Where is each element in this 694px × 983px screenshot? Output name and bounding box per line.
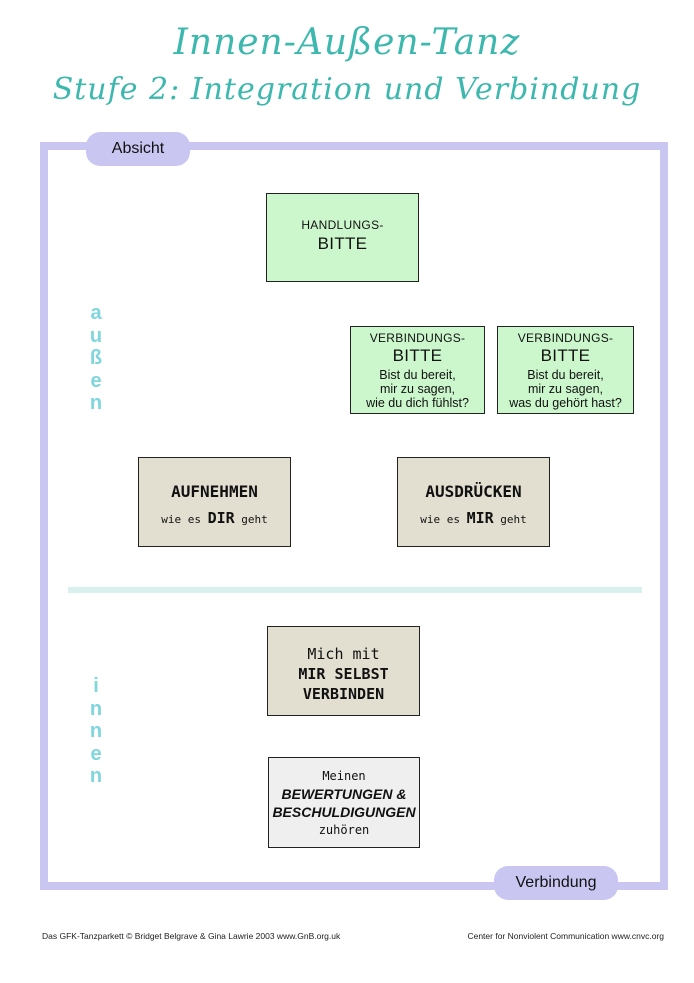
box-line: BESCHULDIGUNGEN [272, 804, 416, 820]
box-subline: wie es DIR geht [139, 509, 290, 527]
box-title: AUSDRÜCKEN [425, 482, 522, 501]
box-text: geht [234, 513, 268, 526]
box-title: AUFNEHMEN [171, 482, 258, 501]
box-keyword: MIR [466, 509, 494, 527]
side-letter: e [90, 369, 102, 392]
box-line: VERBINDUNGS- [369, 331, 466, 345]
box-line: VERBINDEN [302, 685, 385, 703]
side-letter: a [90, 302, 102, 324]
box-question: wie du dich fühlst? [366, 396, 469, 410]
box-text: wie es [420, 513, 467, 526]
box-question: Bist du bereit, [379, 368, 456, 382]
side-letter: e [90, 742, 102, 765]
box-line: BEWERTUNGEN & [281, 786, 407, 802]
box-text: wie es [161, 513, 208, 526]
side-label-innen: i n n e n [84, 675, 108, 788]
side-letter: n [89, 765, 103, 787]
box-line: Meinen [322, 769, 366, 783]
box-question: Bist du bereit, [527, 368, 604, 382]
footer-right: Center for Nonviolent Communication www.… [467, 931, 664, 941]
box-bewertungen-zuhoeren: Meinen BEWERTUNGEN & BESCHULDIGUNGEN zuh… [268, 757, 420, 848]
page-title: Innen-Außen-Tanz [173, 22, 521, 63]
box-line: BITTE [392, 346, 443, 365]
inner-outer-divider [68, 587, 642, 593]
side-letter: u [89, 324, 103, 347]
side-letter: n [89, 697, 103, 720]
page-subtitle: Stufe 2: Integration und Verbindung [52, 72, 642, 107]
box-line: VERBINDUNGS- [517, 331, 614, 345]
box-text: geht [493, 513, 527, 526]
box-verbindungs-bitte-left: VERBINDUNGS- BITTE Bist du bereit, mir z… [350, 326, 485, 414]
box-line: HANDLUNGS- [301, 218, 384, 232]
box-line: MIR SELBST [298, 665, 389, 683]
box-line: Mich mit [307, 645, 380, 663]
side-letter: n [89, 392, 103, 414]
side-label-aussen: a u ß e n [84, 302, 108, 415]
box-subline: wie es MIR geht [398, 509, 549, 527]
box-keyword: DIR [207, 509, 235, 527]
box-line: BITTE [540, 346, 591, 365]
side-letter: n [89, 720, 103, 742]
box-verbindungs-bitte-right: VERBINDUNGS- BITTE Bist du bereit, mir z… [497, 326, 634, 414]
box-aufnehmen: AUFNEHMEN wie es DIR geht [138, 457, 291, 547]
label-verbindung: Verbindung [494, 866, 618, 900]
side-letter: ß [89, 347, 103, 369]
box-line: zuhören [318, 823, 370, 837]
box-question: mir zu sagen, [527, 382, 604, 396]
diagram-frame [40, 142, 668, 890]
box-selbst-verbinden: Mich mit MIR SELBST VERBINDEN [267, 626, 420, 716]
label-absicht: Absicht [86, 132, 190, 166]
box-question: was du gehört hast? [509, 396, 622, 410]
side-letter: i [93, 675, 99, 697]
box-handlungs-bitte: HANDLUNGS- BITTE [266, 193, 419, 282]
box-question: mir zu sagen, [379, 382, 456, 396]
footer-left: Das GFK-Tanzparkett © Bridget Belgrave &… [42, 931, 341, 941]
box-line: BITTE [317, 234, 368, 253]
box-ausdruecken: AUSDRÜCKEN wie es MIR geht [397, 457, 550, 547]
